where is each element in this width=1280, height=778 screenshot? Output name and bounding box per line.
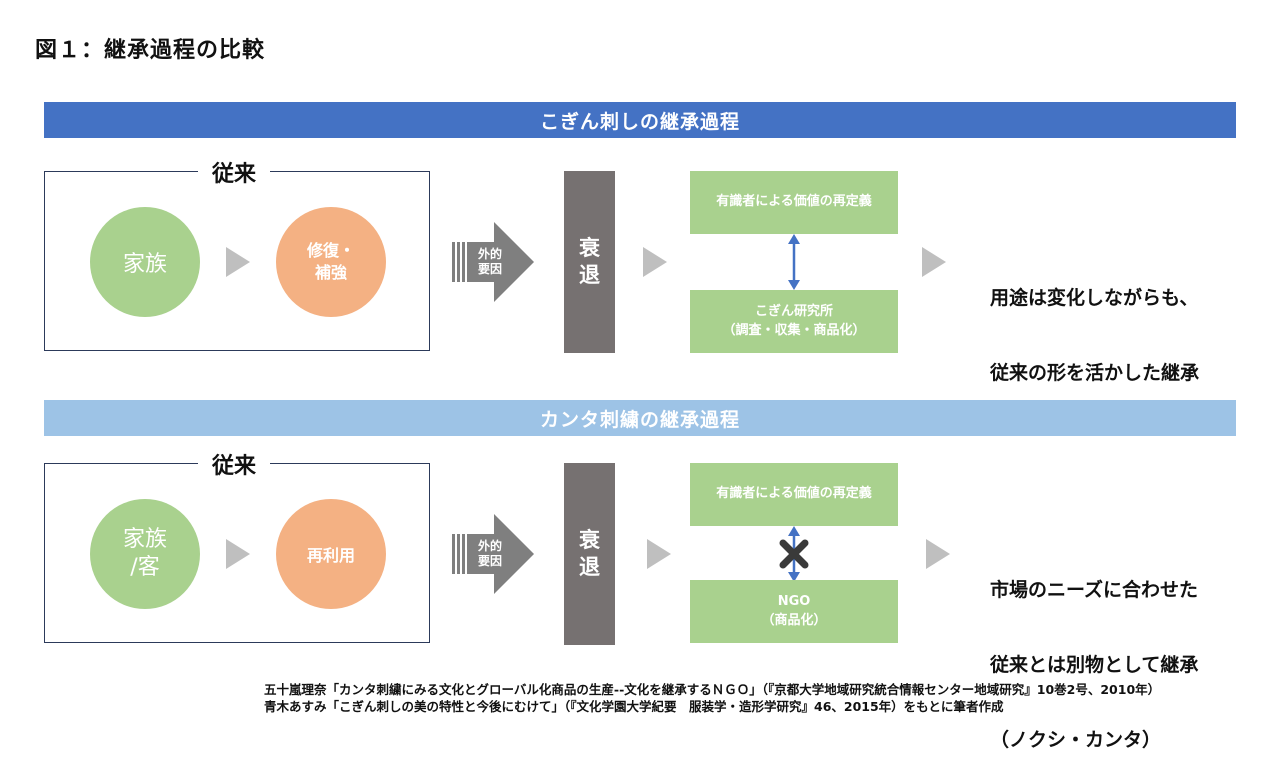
kantha-tradition-label: 従来 bbox=[198, 448, 270, 480]
kantha-blocked-arrow-icon bbox=[779, 526, 809, 582]
kantha-family-circle: 家族 /客 bbox=[90, 499, 200, 609]
kogin-arrow-1-icon bbox=[226, 247, 250, 277]
kantha-external-line1: 外的 bbox=[477, 539, 502, 553]
kogin-arrow-2-icon bbox=[643, 247, 667, 277]
kogin-result-text: 用途は変化しながらも、 従来の形を活かした継承 bbox=[990, 236, 1199, 411]
kogin-external-text: 外的 要因 bbox=[470, 247, 510, 277]
kantha-family-label-1: 家族 bbox=[122, 527, 167, 552]
kantha-external-line2: 要因 bbox=[477, 554, 502, 568]
kantha-result-line1: 市場のニーズに合わせた bbox=[990, 579, 1199, 601]
kantha-ngo-activity: （商品化） bbox=[761, 612, 827, 628]
kantha-ngo-box: NGO （商品化） bbox=[690, 580, 898, 643]
kogin-family-label: 家族 bbox=[122, 252, 167, 277]
kogin-redefinition-text: 有識者による価値の再定義 bbox=[716, 194, 872, 210]
kantha-ngo-name: NGO bbox=[777, 594, 811, 610]
kantha-arrow-2-icon bbox=[647, 539, 671, 569]
kogin-tradition-label: 従来 bbox=[198, 156, 270, 188]
kogin-result-line1: 用途は変化しながらも、 bbox=[990, 287, 1199, 309]
kogin-repair-label-1: 修復・ bbox=[306, 241, 355, 260]
kantha-arrow-1-icon bbox=[226, 539, 250, 569]
kogin-banner: こぎん刺しの継承過程 bbox=[44, 102, 1236, 138]
kantha-redefinition-text: 有識者による価値の再定義 bbox=[716, 486, 872, 502]
kogin-institute-activities: （調査・収集・商品化） bbox=[722, 322, 866, 338]
kantha-external-text: 外的 要因 bbox=[470, 539, 510, 569]
kantha-result-line2: 従来とは別物として継承 bbox=[990, 654, 1199, 676]
kantha-banner: カンタ刺繍の継承過程 bbox=[44, 400, 1236, 436]
kantha-decline-box: 衰 退 bbox=[564, 463, 615, 645]
kantha-decline-2: 退 bbox=[579, 555, 600, 579]
kogin-bidirectional-arrow-icon bbox=[788, 234, 800, 290]
kantha-result-text: 市場のニーズに合わせた 従来とは別物として継承 （ノクシ・カンタ） bbox=[990, 528, 1198, 778]
kogin-institute-name: こぎん研究所 bbox=[754, 304, 833, 320]
kogin-arrow-3-icon bbox=[922, 247, 946, 277]
figure-title: 図１：継承過程の比較 bbox=[35, 38, 266, 63]
kogin-external-line2: 要因 bbox=[477, 262, 502, 276]
kogin-repair-label-2: 補強 bbox=[314, 263, 347, 282]
kogin-repair-circle: 修復・ 補強 bbox=[276, 207, 386, 317]
kogin-decline-box: 衰 退 bbox=[564, 171, 615, 353]
kogin-decline-1: 衰 bbox=[579, 235, 600, 260]
kogin-redefinition-box: 有識者による価値の再定義 bbox=[690, 171, 898, 234]
kogin-result-line2: 従来の形を活かした継承 bbox=[990, 362, 1200, 384]
kogin-external-arrow-icon bbox=[452, 222, 534, 302]
kogin-external-line1: 外的 bbox=[477, 247, 502, 261]
kogin-institute-box: こぎん研究所 （調査・収集・商品化） bbox=[690, 290, 898, 353]
kantha-external-arrow-icon bbox=[452, 514, 534, 594]
kantha-redefinition-box: 有識者による価値の再定義 bbox=[690, 463, 898, 526]
kantha-arrow-3-icon bbox=[926, 539, 950, 569]
kogin-family-circle: 家族 bbox=[90, 207, 200, 317]
source-line-1: 五十嵐理奈「カンタ刺繍にみる文化とグローバル化商品の生産--文化を継承するＮＧＯ… bbox=[264, 682, 1161, 697]
kantha-family-label-2: /客 bbox=[130, 555, 160, 580]
kogin-decline-2: 退 bbox=[579, 263, 600, 287]
kantha-reuse-label: 再利用 bbox=[306, 546, 355, 565]
kantha-reuse-circle: 再利用 bbox=[276, 499, 386, 609]
kantha-decline-1: 衰 bbox=[579, 527, 600, 552]
source-line-2: 青木あすみ「こぎん刺しの美の特性と今後にむけて」（『文化学園大学紀要 服装学・造… bbox=[264, 699, 1004, 714]
kantha-result-line3: （ノクシ・カンタ） bbox=[990, 729, 1162, 751]
